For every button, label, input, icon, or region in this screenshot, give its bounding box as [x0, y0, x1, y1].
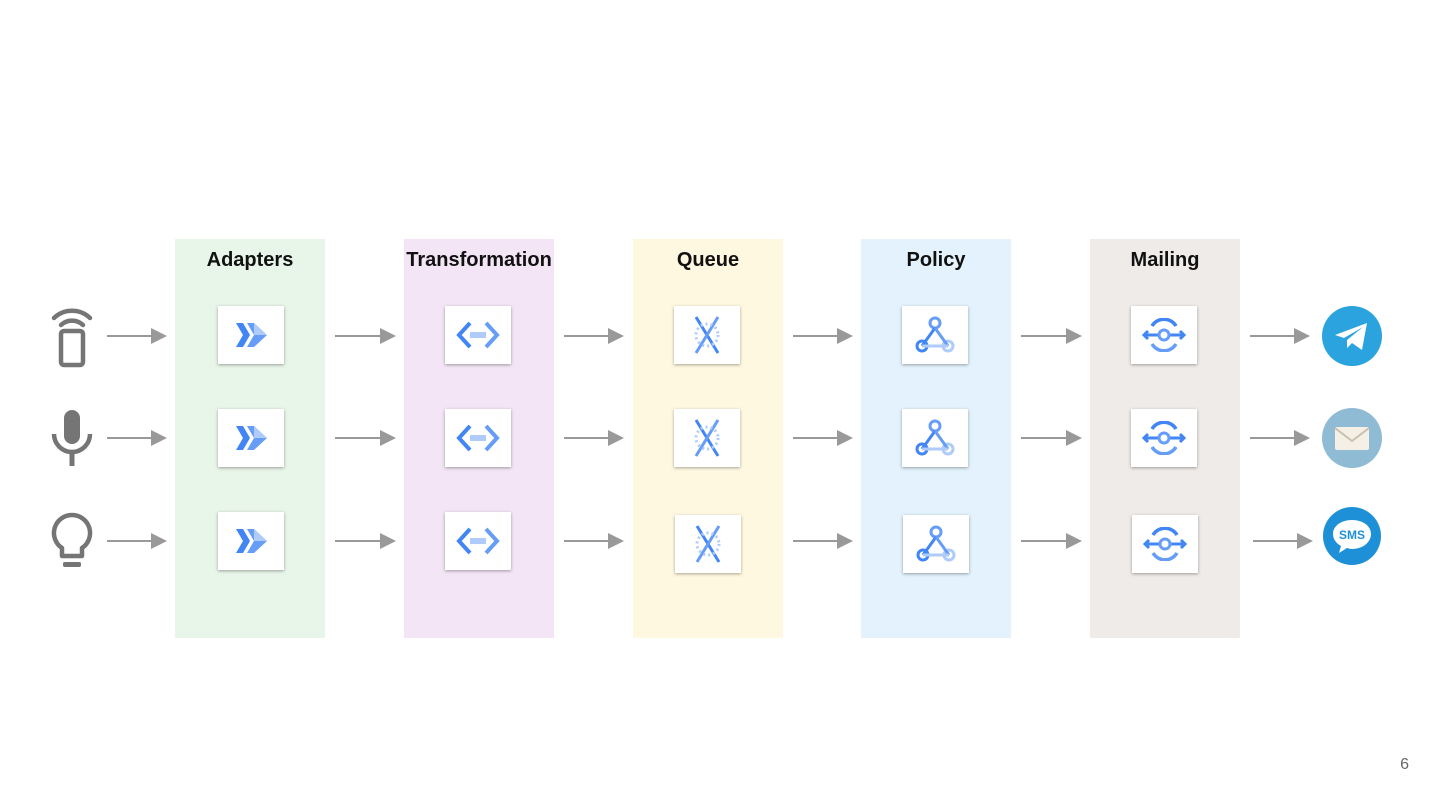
cloud-run-icon: [218, 306, 284, 364]
pubsub-icon: [674, 409, 740, 467]
column-title: Mailing: [1130, 249, 1200, 271]
webhook-icon: [902, 409, 968, 467]
mobile-broadcast-icon: [48, 304, 96, 368]
cloud-run-icon: [218, 409, 284, 467]
page-number: 6: [1400, 756, 1409, 773]
lightbulb-icon: [50, 512, 94, 572]
api-gateway-icon: [1131, 306, 1197, 364]
email-icon: [1322, 408, 1382, 468]
cloud-functions-icon: [445, 306, 511, 364]
api-gateway-icon: [1132, 515, 1198, 573]
column-title: Queue: [676, 249, 740, 271]
webhook-icon: [902, 306, 968, 364]
cloud-run-icon: [218, 512, 284, 570]
column-title: Adapters: [206, 249, 294, 271]
microphone-icon: [50, 408, 94, 468]
column-title: Transformation: [406, 249, 552, 271]
telegram-icon: [1322, 306, 1382, 366]
pubsub-icon: [675, 515, 741, 573]
sms-label: SMS: [1339, 528, 1365, 542]
sms-icon: SMS: [1322, 506, 1382, 566]
column-title: Policy: [906, 249, 966, 271]
cloud-functions-icon: [445, 512, 511, 570]
api-gateway-icon: [1131, 409, 1197, 467]
cloud-functions-icon: [445, 409, 511, 467]
webhook-icon: [903, 515, 969, 573]
pubsub-icon: [674, 306, 740, 364]
